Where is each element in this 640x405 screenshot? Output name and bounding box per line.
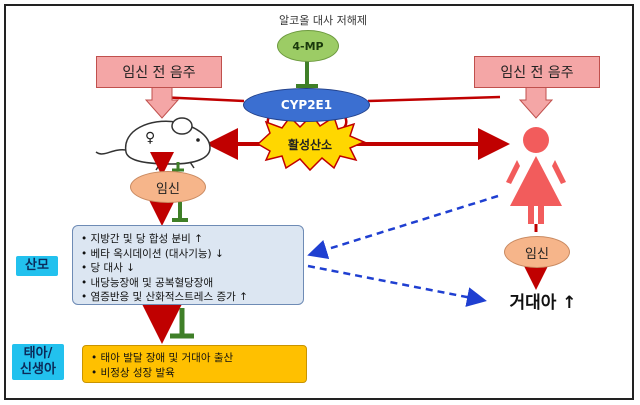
- callout-left-label: 임신 전 음주: [122, 65, 196, 81]
- mother-label: 산모: [16, 256, 58, 276]
- fetus-label-line1: 태아/: [23, 346, 53, 361]
- fetus-label-line2: 신생아: [20, 362, 56, 377]
- female-symbol: ♀: [145, 130, 156, 146]
- pregnancy-to-mother: [146, 194, 188, 226]
- fetus-label: 태아/ 신생아: [12, 344, 64, 380]
- dashed-mother-to-macrosomia: [307, 264, 487, 307]
- mouse-to-pregnancy: [150, 152, 184, 176]
- callout-left-prenatal-drinking: 임신 전 음주: [96, 56, 222, 88]
- fetus-effects-box: • 태아 발달 장애 및 거대아 출산 • 비정상 성장 발육: [82, 345, 307, 383]
- fetus-effect-item: • 비정상 성장 발육: [91, 366, 175, 379]
- ros-label: 활성산소: [287, 138, 333, 152]
- pregnancy-right: 임신: [504, 236, 570, 268]
- fetus-effect-item: • 태아 발달 장애 및 거대아 출산: [91, 352, 234, 364]
- mother-effects-box: • 지방간 및 당 합성 분비 ↑ • 베타 옥시데이션 (대사기능) ↓ • …: [72, 225, 304, 305]
- inhibitor-title: 알코올 대사 저해제: [279, 14, 367, 27]
- callout-right-prenatal-drinking: 임신 전 음주: [474, 56, 600, 88]
- mother-effect-item: • 염증반응 및 산화적스트레스 증가 ↑: [81, 291, 248, 303]
- enzyme-cyp2e1: CYP2E1: [243, 88, 370, 122]
- callout-right-pointer: [518, 83, 554, 119]
- pregnancy-left: 임신: [130, 171, 206, 203]
- mouse-icon: [95, 117, 211, 171]
- mother-effect-item: • 베타 옥시데이션 (대사기능) ↓: [81, 247, 224, 260]
- macrosomia-label: 거대아 ↑: [509, 293, 577, 313]
- dashed-woman-to-mother: [307, 194, 499, 260]
- mother-to-fetus: [142, 304, 194, 344]
- mother-effect-item: • 내당능장애 및 공복혈당장애: [81, 276, 214, 289]
- mother-label-text: 산모: [25, 258, 49, 273]
- inhibit-4mp-cyp2e1: [296, 60, 318, 88]
- mother-effect-item: • 당 대사 ↓: [81, 262, 135, 274]
- callout-right-label: 임신 전 음주: [500, 65, 574, 81]
- inhibitor-4mp: 4-MP: [277, 30, 339, 62]
- callout-left-pointer: [144, 83, 180, 119]
- mother-effect-item: • 지방간 및 당 합성 분비 ↑: [81, 233, 203, 245]
- woman-icon: [506, 127, 566, 224]
- line-right-drinking-cyp: [367, 95, 501, 103]
